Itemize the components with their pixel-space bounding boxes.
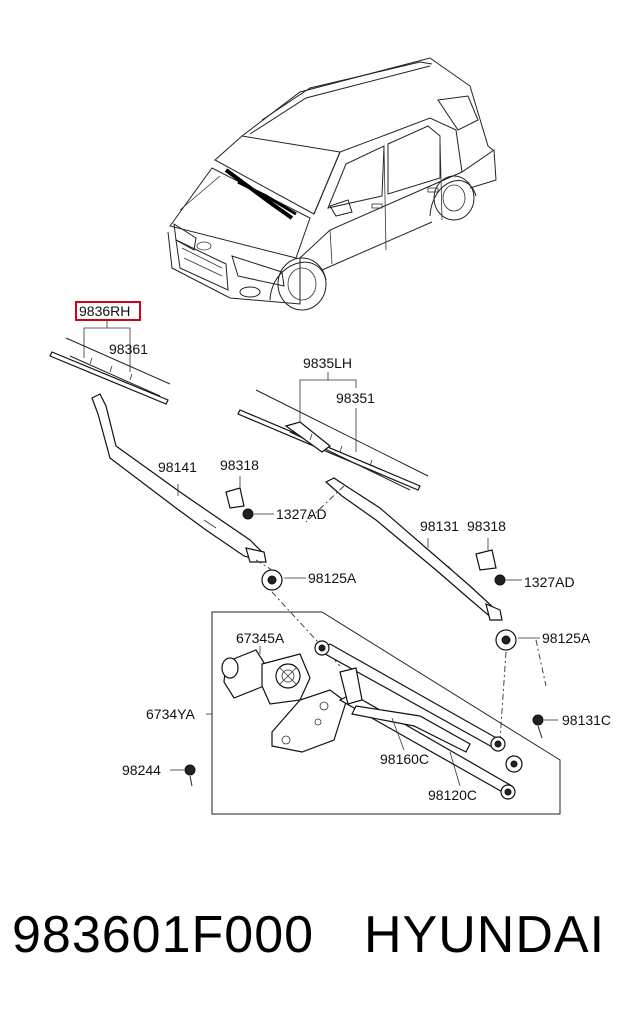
assembly-frame (211, 611, 561, 815)
callout-bolt-left: 98244 (122, 762, 161, 778)
callout-nut-lh: 1327AD (524, 574, 575, 590)
callout-refill-rh: 98361 (109, 341, 148, 357)
callout-pivot-cap-lh: 98125A (542, 630, 591, 646)
callout-motor: 67345A (236, 630, 285, 646)
wiper-motor (221, 649, 311, 705)
wiper-arm-lh: 98131 (324, 477, 503, 621)
callout-cap-rh: 98318 (220, 457, 259, 473)
bolt-right (532, 714, 544, 726)
callout-assembly: 6734YA (146, 706, 195, 722)
footer: 983601F000 HYUNDAI (0, 905, 620, 975)
bolt-right-group: 98131C (532, 712, 611, 739)
pivot-cap-lh-group: 98125A (495, 629, 591, 651)
callout-link-lower: 98120C (428, 787, 477, 803)
nut-rh-group: 1327AD (242, 506, 327, 522)
wiper-parts-diagram: 9836RH 98361 98141 98318 1327AD 98125A (49, 57, 611, 815)
pivot-cap-cover-lh (475, 549, 497, 571)
nut-lh (494, 574, 506, 586)
blade-lh-group: 9835LH 98351 (237, 355, 429, 491)
pivot-cap-rh-group: 98125A (261, 569, 357, 591)
callout-link-upper: 98160C (380, 751, 429, 767)
bolt-left-group: 98244 (122, 762, 196, 787)
pivot-cap-cover-rh (225, 487, 245, 509)
blade-rh-group: 9836RH 98361 (49, 301, 171, 405)
wiper-blade-lh (237, 409, 421, 491)
wiper-arm-rh: 98141 (91, 393, 267, 563)
callout-cap-lh: 98318 (467, 518, 506, 534)
vehicle-illustration (167, 57, 497, 311)
callout-nut-rh: 1327AD (276, 506, 327, 522)
part-number: 983601F000 (12, 906, 315, 964)
callout-blade-lh: 9835LH (303, 355, 352, 371)
blade-rh-highlight-box[interactable] (75, 301, 141, 321)
cap-rh-group: 98318 (220, 457, 259, 509)
motor-bracket (271, 689, 347, 753)
wiper-blade-rh (49, 351, 169, 405)
callout-arm-rh: 98141 (158, 459, 197, 475)
brand-name: HYUNDAI (364, 906, 606, 964)
callout-refill-lh: 98351 (336, 390, 375, 406)
callout-arm-lh: 98131 (420, 518, 459, 534)
callout-blade-rh: 9836RH (79, 303, 130, 319)
nut-lh-group: 1327AD (494, 574, 575, 590)
cap-lh-group: 98318 (467, 518, 506, 571)
bolt-left (184, 764, 196, 776)
callout-pivot-cap-rh: 98125A (308, 570, 357, 586)
callout-bolt-right: 98131C (562, 712, 611, 728)
nut-rh (242, 508, 254, 520)
linkage-assembly-group: 6734YA 67345A 98160C (146, 611, 561, 815)
